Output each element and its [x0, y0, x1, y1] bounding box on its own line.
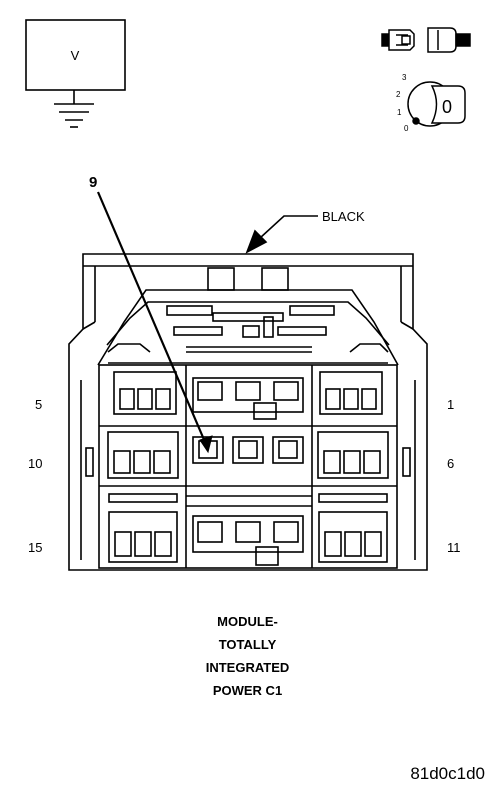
color-callout-label: BLACK	[322, 209, 365, 224]
pin-callout-label: 9	[89, 174, 97, 191]
caption-line-2: TOTALLY	[218, 637, 277, 652]
pin-label-1: 1	[447, 397, 454, 412]
key-position-2: 2	[396, 90, 401, 99]
pin-label-11: 11	[447, 540, 461, 555]
voltmeter-symbol: V	[71, 48, 80, 63]
key-position-3: 3	[402, 73, 407, 82]
connector-body	[68, 253, 428, 571]
caption-line-4: POWER C1	[212, 683, 283, 698]
pin-label-15: 15	[28, 540, 42, 555]
pin-callout-leader	[96, 191, 213, 454]
figure-code: 81d0c1d0	[410, 764, 485, 783]
pin-label-10: 10	[28, 456, 42, 471]
key-position-1: 1	[397, 108, 402, 117]
pin-label-6: 6	[447, 456, 454, 471]
voltmeter-icon	[25, 19, 126, 128]
connector-disconnect-icon	[381, 27, 471, 53]
pin-label-5: 5	[35, 397, 42, 412]
caption-line-3: INTEGRATED	[205, 660, 290, 675]
key-label: 0	[442, 97, 452, 117]
key-position-0: 0	[404, 124, 409, 133]
caption-line-1: MODULE-	[217, 614, 278, 629]
color-callout-leader	[245, 215, 318, 254]
connector-caption: MODULE- TOTALLY INTEGRATED POWER C1	[0, 610, 495, 702]
ignition-key-icon	[407, 81, 466, 127]
